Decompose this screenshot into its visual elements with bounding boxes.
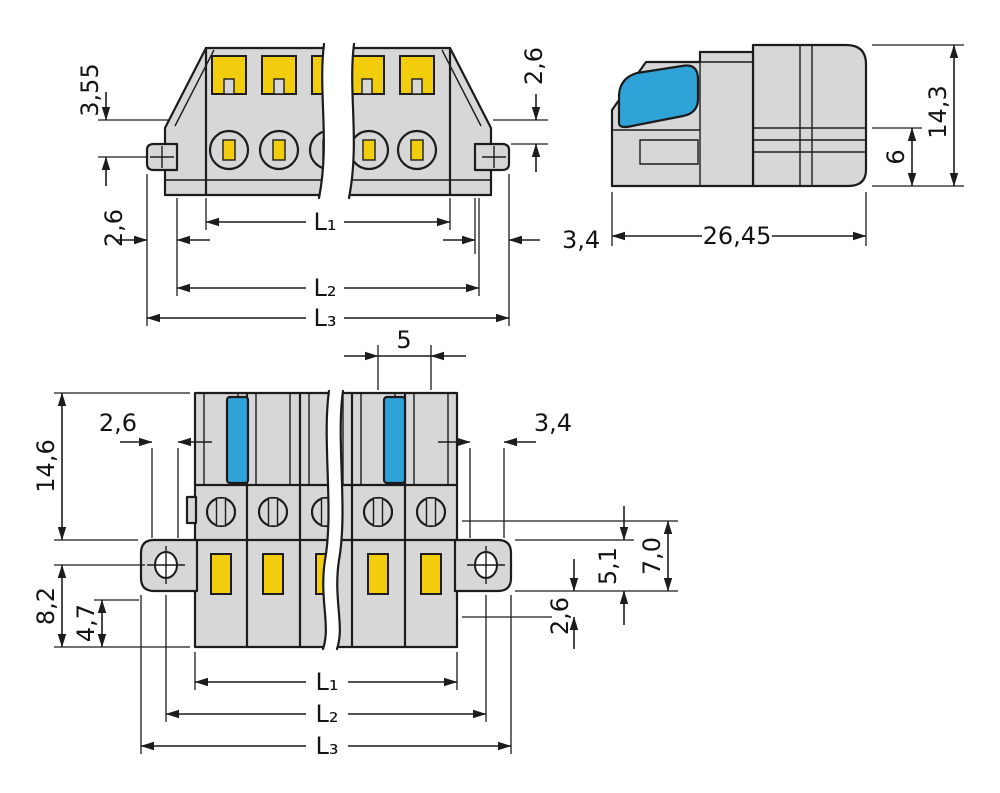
dim-label-l3-top: L₃ [314, 304, 337, 332]
side-latch [185, 495, 198, 525]
lever-front-2 [382, 395, 407, 485]
dim-label-l1-bottom: L₁ [316, 668, 339, 696]
break-line-left [317, 42, 326, 200]
dim-label-pitch: 5 [396, 326, 411, 354]
lever-front-1 [225, 395, 250, 485]
dim-label-lower-height: 8,2 [32, 587, 60, 625]
dim-label-right-offset: 2,6 [520, 47, 548, 85]
break-line-right [347, 42, 356, 200]
break-gap [319, 44, 354, 198]
flange-right-cross [467, 546, 505, 584]
dim-label-l1-top: L₁ [314, 208, 337, 236]
side-view: 26,45 6 14,3 [610, 43, 964, 250]
dim-label-flange-thickness: 2,6 [546, 597, 574, 635]
operating-slots [205, 496, 447, 528]
dim-label-l3-bottom: L₃ [316, 732, 339, 760]
break-line-front-right [335, 389, 345, 651]
pole-dividers [193, 391, 459, 649]
dim-label-tab-right-width: 3,4 [562, 226, 600, 254]
dim-label-upper-height: 14,6 [32, 439, 60, 492]
side-view-details [612, 45, 866, 186]
tab-right-cross [482, 146, 506, 168]
front-view-flanged: 5 2,6 3,4 14,6 8,2 4,7 5,1 7,0 2,6 L₁ L₂… [32, 326, 678, 760]
dimensions-side-view: 26,45 6 14,3 [611, 44, 964, 250]
flange-left-cross [147, 546, 185, 584]
locking-lever [617, 64, 700, 129]
housing-body [751, 43, 868, 188]
tab-left-cross [150, 146, 174, 168]
dim-label-tab-height: 3,55 [76, 63, 104, 116]
dim-label-l2-bottom: L₂ [316, 700, 339, 728]
dim-label-foot-height: 4,7 [72, 604, 100, 642]
dimensions-top-view: 3,55 2,6 L₁ L₂ L₃ 2,6 3,4 [76, 47, 600, 332]
break-line-front-left [321, 389, 331, 651]
dim-label-tab-left-width: 2,6 [100, 209, 128, 247]
dim-label-flange-height: 5,1 [594, 547, 622, 585]
dim-label-clamp-height: 6 [882, 149, 910, 164]
dim-label-total-height: 14,3 [924, 85, 952, 138]
dim-label-flange-total-height: 7,0 [638, 537, 666, 575]
dim-label-depth: 26,45 [703, 222, 772, 250]
front-view-top: 3,55 2,6 L₁ L₂ L₃ 2,6 3,4 [76, 42, 600, 332]
dim-label-l2-top: L₂ [314, 274, 337, 302]
dim-label-left-offset: 2,6 [99, 409, 137, 437]
dim-label-right-offset-front: 3,4 [534, 409, 572, 437]
end-wall-lines [204, 46, 452, 197]
dimensions-front-view: 5 2,6 3,4 14,6 8,2 4,7 5,1 7,0 2,6 L₁ L₂… [32, 326, 678, 760]
